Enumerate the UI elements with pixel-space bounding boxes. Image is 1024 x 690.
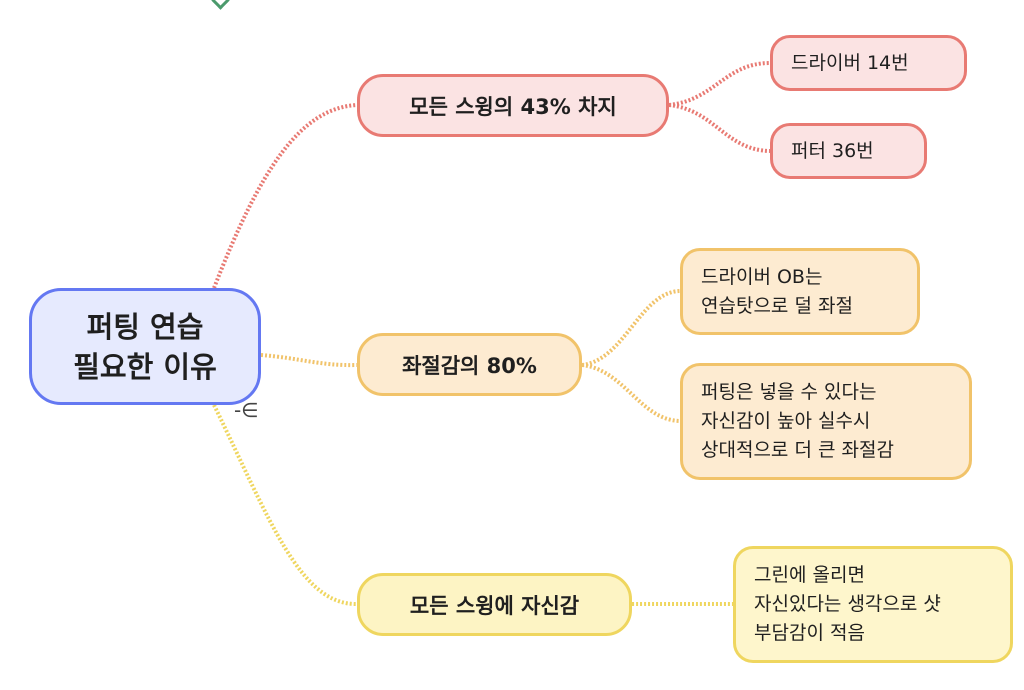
root-topic[interactable]: 퍼팅 연습 필요한 이유 (29, 288, 261, 405)
branch-topic-2[interactable]: 좌절감의 80% (357, 333, 582, 396)
link-root-branch3 (212, 404, 358, 607)
subtopic-text-line: 퍼팅은 넣을 수 있다는 (701, 381, 877, 403)
root-topic-line-1: 퍼팅 연습 (86, 309, 204, 344)
subtopic-text-line: 퍼터 36번 (791, 139, 874, 162)
branch-topic-label: 좌절감의 80% (402, 353, 537, 378)
branch-topic-3[interactable]: 모든 스윙에 자신감 (357, 573, 632, 636)
branch-topic-1[interactable]: 모든 스윙의 43% 차지 (357, 74, 669, 137)
subtopic-1-2[interactable]: 퍼터 36번 (770, 123, 927, 179)
link-root-branch1 (212, 103, 358, 289)
subtopic-text-line: 상대적으로 더 큰 좌절감 (701, 439, 894, 461)
branch-topic-label: 모든 스윙에 자신감 (409, 593, 580, 618)
link-branch1-leaf2 (668, 103, 771, 153)
subtopic-text-line: 부담감이 적음 (754, 622, 865, 644)
subtopic-text-line: 연습탓으로 덜 좌절 (701, 294, 853, 317)
link-branch1-leaf1 (668, 61, 771, 107)
link-branch2-leaf4 (581, 363, 681, 423)
link-branch2-leaf3 (581, 289, 681, 367)
subtopic-2-1[interactable]: 드라이버 OB는 연습탓으로 덜 좌절 (680, 248, 920, 335)
subtopic-3-1[interactable]: 그린에 올리면 자신있다는 생각으로 샷 부담감이 적음 (733, 546, 1013, 663)
branch-topic-label: 모든 스윙의 43% 차지 (409, 94, 617, 119)
subtopic-text-line: 드라이버 14번 (791, 51, 909, 74)
subtopic-2-2[interactable]: 퍼팅은 넣을 수 있다는 자신감이 높아 실수시 상대적으로 더 큰 좌절감 (680, 363, 972, 480)
subtopic-text-line: 자신감이 높아 실수시 (701, 410, 871, 432)
root-topic-line-2: 필요한 이유 (73, 349, 217, 384)
collapse-toggle-icon[interactable]: -∈ (234, 398, 259, 422)
subtopic-1-1[interactable]: 드라이버 14번 (770, 35, 967, 91)
subtopic-text-line: 드라이버 OB는 (701, 265, 823, 288)
subtopic-text-line: 그린에 올리면 (754, 564, 865, 586)
subtopic-text-line: 자신있다는 생각으로 샷 (754, 593, 941, 615)
link-root-branch2 (260, 353, 358, 368)
